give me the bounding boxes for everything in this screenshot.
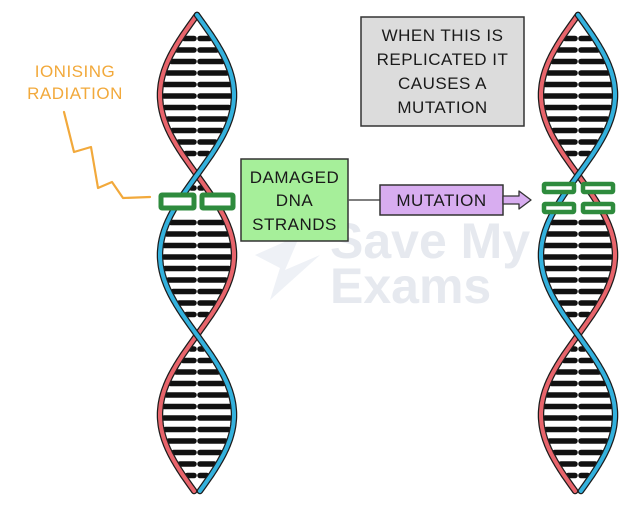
damaged-base-pair [158, 192, 236, 211]
note-line4: MUTATION [397, 98, 487, 117]
note-line2: REPLICATED IT [377, 50, 509, 69]
note-line1: WHEN THIS IS [382, 26, 504, 45]
watermark-line1: Save My [330, 213, 530, 269]
base-pairs [542, 35, 614, 479]
base-pairs [161, 35, 233, 479]
mutation-label: MUTATION [396, 191, 486, 210]
strand-red [539, 13, 617, 493]
note-box: WHEN THIS IS REPLICATED IT CAUSES A MUTA… [360, 16, 525, 127]
note-line3: CAUSES A [398, 74, 487, 93]
damaged-label-line2: DNA [276, 191, 314, 210]
strand-blue [539, 13, 617, 493]
damaged-label-line1: DAMAGED [250, 168, 339, 187]
dna-helix-original [156, 11, 238, 495]
watermark-logo-icon [255, 235, 320, 300]
strand-blue [158, 13, 236, 493]
strand-red [158, 13, 236, 493]
dna-helix-mutated [537, 11, 619, 495]
watermark-line2: Exams [330, 258, 491, 314]
watermark: Save My Exams [255, 213, 530, 314]
arrow-right-icon [502, 190, 532, 210]
mutation-arrow: MUTATION [348, 184, 532, 216]
ionising-radiation: IONISING RADIATION [27, 62, 152, 200]
radiation-zigzag-icon [62, 110, 152, 200]
damaged-dna-box: DAMAGED DNA STRANDS [240, 158, 349, 242]
mutated-base-pairs [541, 181, 616, 215]
damaged-label-line3: STRANDS [252, 215, 337, 234]
radiation-label-line2: RADIATION [27, 84, 123, 103]
radiation-label-line1: IONISING [35, 62, 116, 81]
